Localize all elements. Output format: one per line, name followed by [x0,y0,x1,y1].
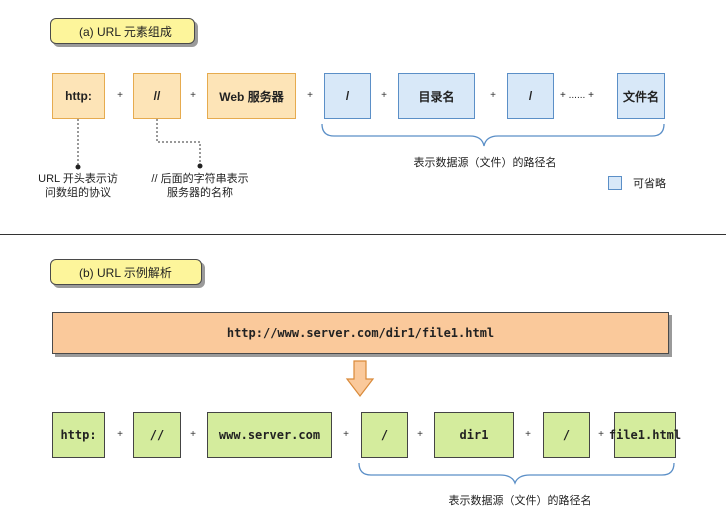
http-label: http: [65,89,92,103]
double-slash-label: // [153,89,161,103]
http-box: http: [52,73,105,119]
path-brace [321,123,665,147]
path-caption: 表示数据源（文件）的路径名 [413,157,557,169]
server-note-line1: // 后面的字符串表示 [151,173,249,185]
section-b-title: (b) URL 示例解析 [50,259,202,285]
path-caption-b: 表示数据源（文件）的路径名 [448,495,592,507]
plus-sign: + [117,90,123,101]
directory-label: dir1 [459,428,489,442]
server-name-box: www.server.com [207,412,332,458]
legend-swatch [608,176,622,190]
slash-box: / [543,412,590,458]
http-note: URL 开头表示访 问数组的协议 [18,172,138,200]
web-server-box: Web 服务器 [207,73,296,119]
slash-box: / [324,73,371,119]
filename-label: file1.html [608,428,682,442]
section-a-title: (a) URL 元素组成 [50,18,195,44]
directory-box: dir1 [434,412,514,458]
plus-sign: + [381,90,387,101]
filename-box: file1.html [609,412,681,458]
double-slash-label: // [149,428,165,442]
ellipsis-connector: + ...... + [560,90,594,101]
legend-label: 可省略 [633,178,666,190]
slash-label: / [562,428,571,442]
url-text: http://www.server.com/dir1/file1.html [226,326,495,340]
slash-box: / [507,73,554,119]
server-note-line2: 服务器的名称 [167,187,233,199]
slash-label: / [380,428,389,442]
plus-sign: + [598,429,604,440]
http-box: http: [52,412,105,458]
directory-box: 目录名 [398,73,475,119]
directory-label: 目录名 [418,89,455,104]
server-note: // 后面的字符串表示 服务器的名称 [135,172,265,200]
plus-sign: + [190,90,196,101]
http-annotation-dot [75,164,81,170]
plus-sign: + [490,90,496,101]
section-divider [0,234,726,235]
path-brace-b [358,462,675,485]
double-slash-box: // [133,412,181,458]
slash-annotation-dot [197,163,203,169]
plus-sign: + [417,429,423,440]
down-arrow-icon [345,360,375,397]
slash-label: / [528,89,533,103]
plus-sign: + [307,90,313,101]
http-label: http: [60,428,97,442]
annotation-lines [75,119,665,170]
http-note-line2: 问数组的协议 [45,187,111,199]
plus-sign: + [117,429,123,440]
filename-box: 文件名 [617,73,665,119]
plus-sign: + [343,429,349,440]
url-bar: http://www.server.com/dir1/file1.html [52,312,669,354]
slash-box: / [361,412,408,458]
slash-annotation-line [156,119,201,164]
http-note-line1: URL 开头表示访 [38,173,118,185]
plus-sign: + [190,429,196,440]
filename-label: 文件名 [622,89,659,104]
plus-sign: + [525,429,531,440]
server-name-label: www.server.com [218,428,321,442]
double-slash-box: // [133,73,181,119]
slash-label: / [345,89,350,103]
web-server-label: Web 服务器 [219,89,284,104]
